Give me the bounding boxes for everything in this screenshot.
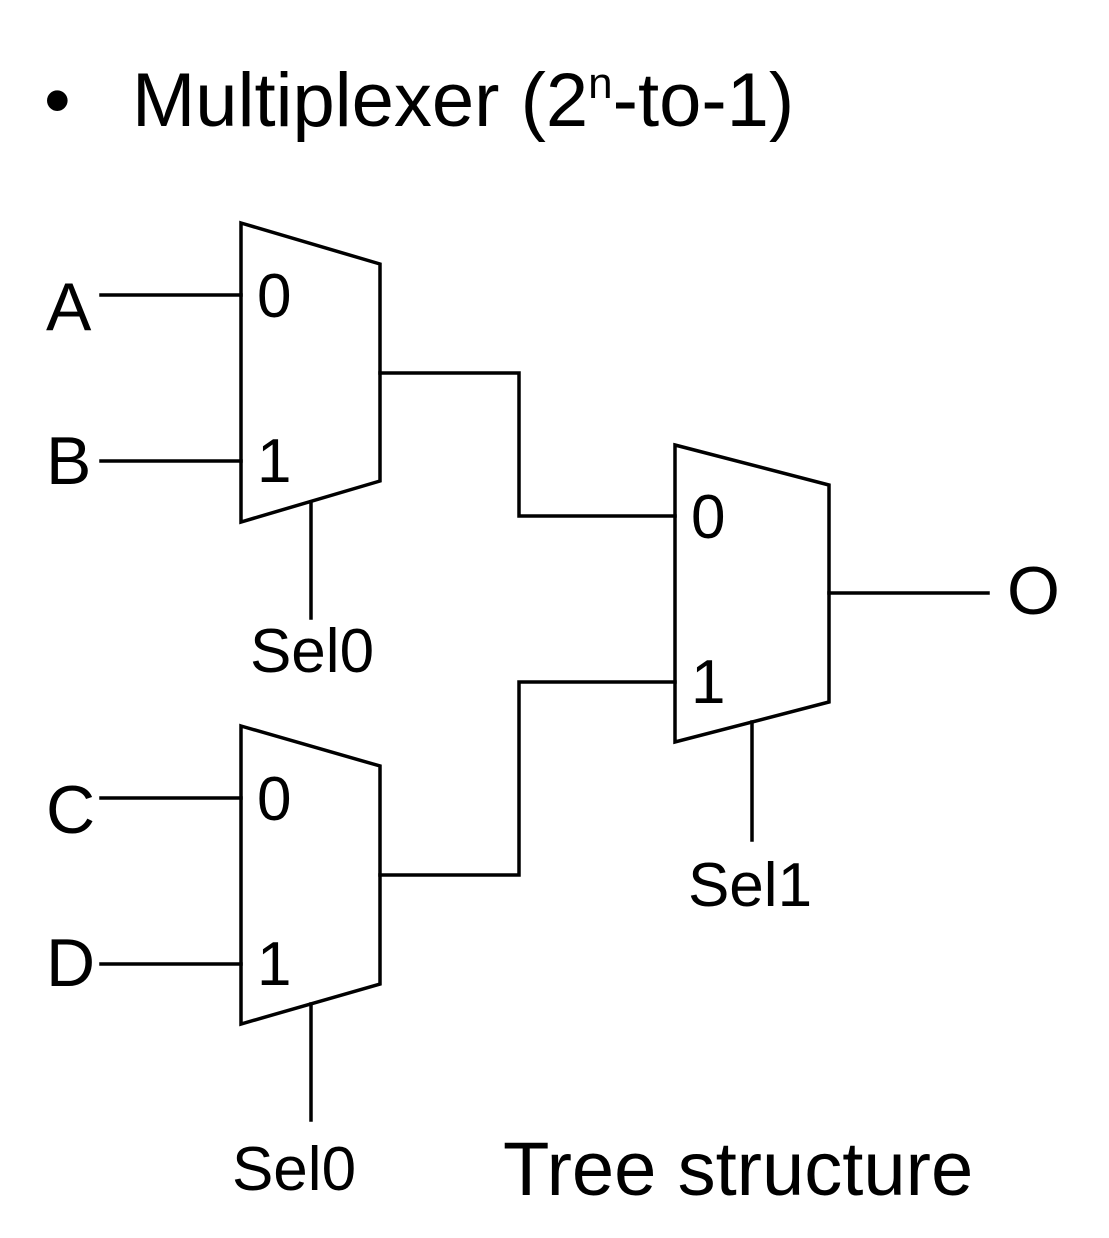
mux-final-select-label: Sel1	[688, 851, 812, 920]
slide-title: • Multiplexer (2n-to-1)	[44, 55, 794, 147]
wire-bottom-to-final	[378, 680, 677, 877]
mux-final-port-1: 1	[691, 648, 725, 717]
mux-bottom-port-0: 0	[257, 765, 291, 834]
input-label-a: A	[46, 269, 92, 345]
mux-top-port-0: 0	[257, 262, 291, 331]
wire-top-to-final	[378, 371, 677, 518]
input-a: A	[46, 269, 243, 345]
mux-bottom-port-1: 1	[257, 930, 291, 999]
input-d: D	[46, 925, 243, 1001]
input-label-c: C	[46, 772, 95, 848]
mux-bottom-select-label: Sel0	[232, 1135, 356, 1204]
input-b: B	[46, 423, 243, 499]
title-superscript: n	[588, 59, 613, 108]
input-label-b: B	[46, 423, 91, 499]
mux-final: 0 1 Sel1	[673, 442, 831, 920]
mux-top-port-1: 1	[257, 427, 291, 496]
mux-final-port-0: 0	[691, 483, 725, 552]
input-label-d: D	[46, 925, 95, 1001]
mux-top-body	[239, 220, 382, 525]
mux-bottom: 0 1 Sel0	[232, 723, 382, 1204]
title-text-after: -to-1)	[612, 58, 795, 143]
mux-top: 0 1 Sel0	[239, 220, 382, 686]
mux-top-select-label: Sel0	[250, 617, 374, 686]
mux-bottom-body	[239, 723, 382, 1027]
bullet-point: •	[44, 58, 71, 143]
title-text-before: Multiplexer (2	[132, 58, 589, 143]
input-c: C	[46, 772, 243, 848]
mux-final-body	[673, 442, 831, 745]
output: O	[827, 553, 1060, 629]
output-label: O	[1007, 553, 1060, 629]
diagram-caption: Tree structure	[503, 1127, 973, 1212]
